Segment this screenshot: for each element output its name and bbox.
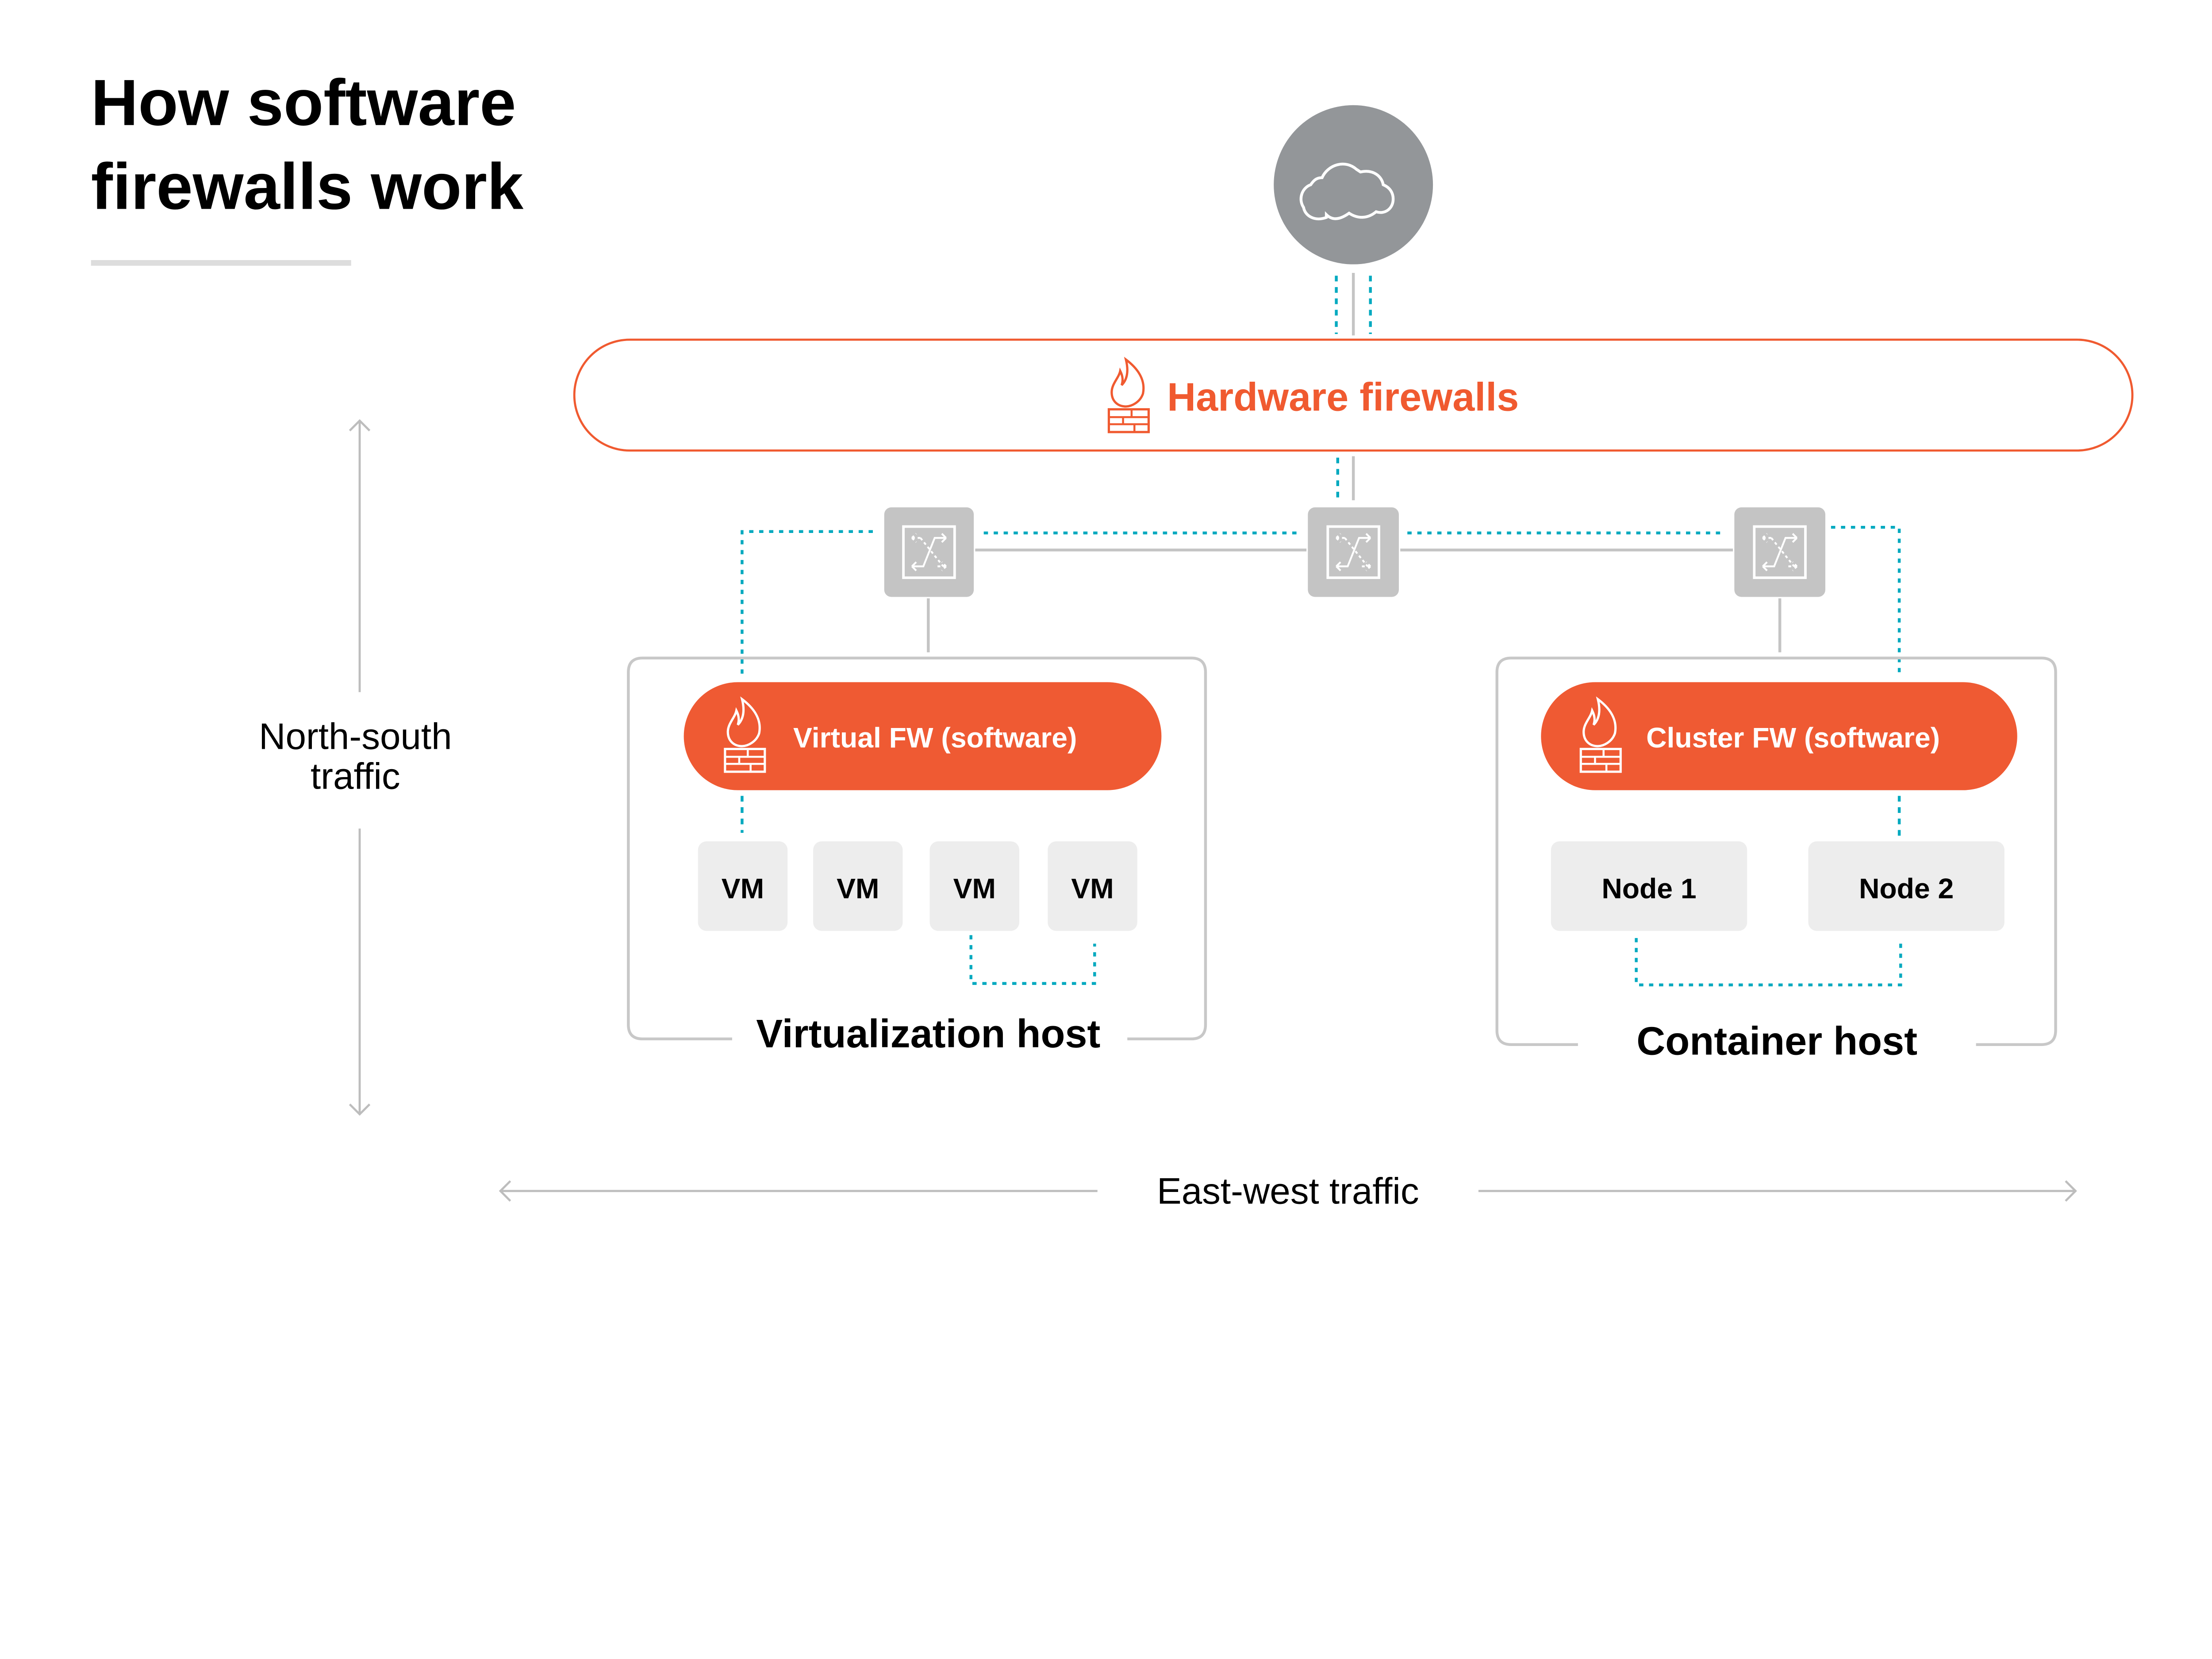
vm-box: VM <box>698 841 788 931</box>
internet-cloud <box>1274 105 1433 264</box>
switch-right <box>1734 507 1825 597</box>
virtual-fw-label: Virtual FW (software) <box>793 722 1077 754</box>
cluster-fw-pill <box>1541 682 2017 790</box>
virtualization-host: Virtualization host Virtual FW (software… <box>627 656 1207 1056</box>
vm-box: VM <box>813 841 903 931</box>
node-box: Node 2 <box>1808 841 2005 931</box>
arrow-down-icon <box>349 1103 371 1116</box>
east-west-label: East-west traffic <box>1157 1170 1419 1212</box>
vm-box: VM <box>929 841 1019 931</box>
cluster-fw-label: Cluster FW (software) <box>1646 722 1940 754</box>
node-box: Node 1 <box>1551 841 1747 931</box>
vm-box: VM <box>1048 841 1137 931</box>
hardware-firewalls-label: Hardware firewalls <box>1167 375 1519 420</box>
arrow-left-icon <box>499 1180 511 1202</box>
virtual-fw-pill <box>684 682 1162 790</box>
node-label: Node 2 <box>1859 873 1954 904</box>
switch-center <box>1308 507 1399 597</box>
north-south-label-line1: North-south <box>259 715 452 757</box>
north-south-axis: North-south traffic <box>259 419 452 1116</box>
vm-label: VM <box>1071 873 1114 904</box>
page-title-line1: How software <box>91 66 516 139</box>
switch-left <box>884 507 974 597</box>
arrow-right-icon <box>2065 1180 2077 1202</box>
node-label: Node 1 <box>1601 873 1696 904</box>
north-south-label-line2: traffic <box>311 755 400 797</box>
connectors-top <box>1335 272 1372 501</box>
east-west-link <box>1635 938 1902 987</box>
arrow-up-icon <box>349 419 371 432</box>
hardware-firewalls-bar: Hardware firewalls <box>573 338 2134 452</box>
diagram: How software firewalls work Hardware fir… <box>91 66 2134 1212</box>
vm-label: VM <box>953 873 996 904</box>
page-title-line2: firewalls work <box>91 150 524 223</box>
virtualization-host-label: Virtualization host <box>756 1012 1100 1056</box>
vm-label: VM <box>722 873 764 904</box>
cloud-icon <box>1299 162 1395 221</box>
east-west-axis: East-west traffic <box>499 1170 2077 1212</box>
container-host-label: Container host <box>1636 1019 1917 1063</box>
east-west-link <box>969 935 1096 985</box>
switch-links <box>741 525 1901 839</box>
vm-label: VM <box>837 873 879 904</box>
container-host: Container host Cluster FW (software) Nod… <box>1495 656 2057 1063</box>
